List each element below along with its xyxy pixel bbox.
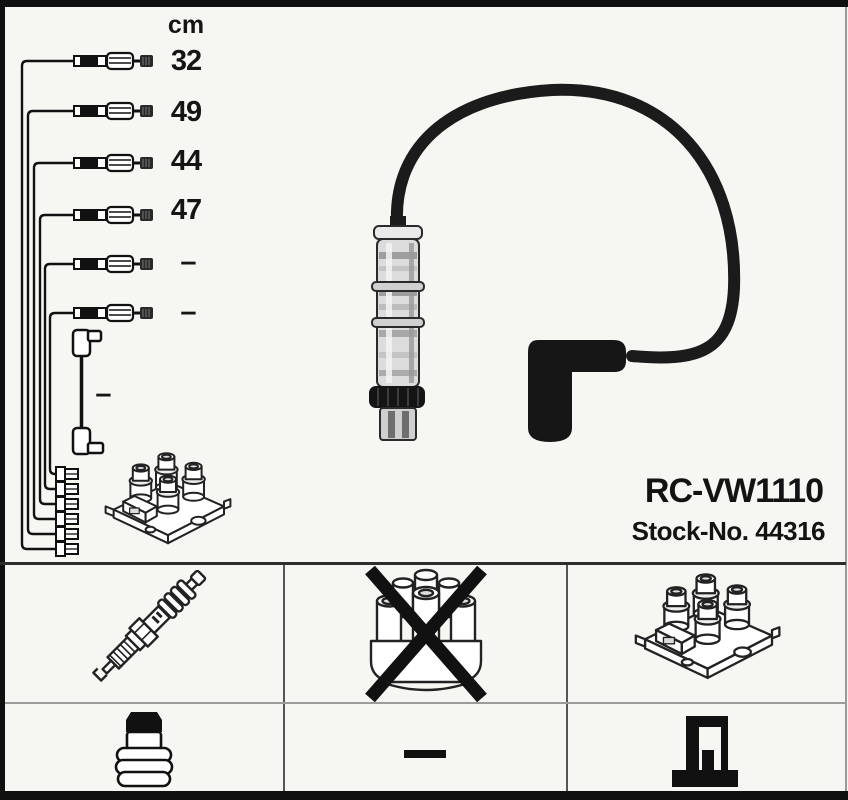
lead-metal-connector [369, 216, 425, 441]
length-value-3: 44 [170, 145, 202, 177]
lead-cable [390, 83, 741, 364]
ignition-coil-icon [634, 573, 781, 680]
coil-terminals [55, 466, 79, 557]
frame-right [845, 7, 847, 791]
frame-left [0, 0, 5, 800]
legend-cell-coil-terminal [672, 716, 738, 787]
plug-connector-boot-icon [114, 712, 174, 788]
length-value-2: 49 [170, 96, 202, 128]
lead-routing-bracket [20, 59, 74, 551]
length-value-4: 47 [170, 194, 202, 226]
unit-header: cm [167, 11, 205, 39]
grid-vertical-divider-1 [283, 565, 285, 791]
lead-elbow-boot [528, 340, 626, 442]
ignition-lead-row-6 [72, 303, 155, 323]
legend-cell-spark-plug [92, 569, 207, 682]
lead-photo [369, 83, 741, 442]
ignition-lead-row-3 [72, 153, 155, 173]
ignition-lead-row-4 [72, 205, 155, 225]
legend-cell-ignition-coil [634, 573, 781, 680]
legend-cell-connector-boot [114, 712, 174, 788]
cross-out-mark [365, 565, 487, 702]
legend-cell-distributor [365, 565, 487, 702]
spark-plug-icon [92, 569, 207, 682]
length-value-6: – [180, 296, 196, 328]
dash-icon [404, 750, 446, 758]
length-value-1: 32 [170, 45, 202, 77]
stock-number: Stock-No. 44316 [631, 516, 826, 546]
grid-row-divider [5, 702, 845, 704]
grid-vertical-divider-2 [566, 565, 568, 791]
coil-wire-length-value: – [95, 378, 111, 410]
ignition-lead-row-2 [72, 101, 155, 121]
frame-top [0, 0, 848, 7]
length-value-5: – [180, 246, 196, 278]
coil-wire [71, 328, 105, 456]
part-number: RC-VW1110 [644, 472, 824, 510]
grid-top-divider [0, 562, 846, 565]
distributor-cap-icon [369, 568, 483, 692]
legend-cell-dash [404, 750, 446, 758]
ignition-lead-row-5 [72, 254, 155, 274]
harness-diagram [20, 51, 741, 557]
ignition-lead-row-1 [72, 51, 155, 71]
ignition-coil-drawing [104, 452, 232, 545]
frame-bottom [0, 791, 848, 800]
coil-terminal-icon [672, 716, 738, 787]
